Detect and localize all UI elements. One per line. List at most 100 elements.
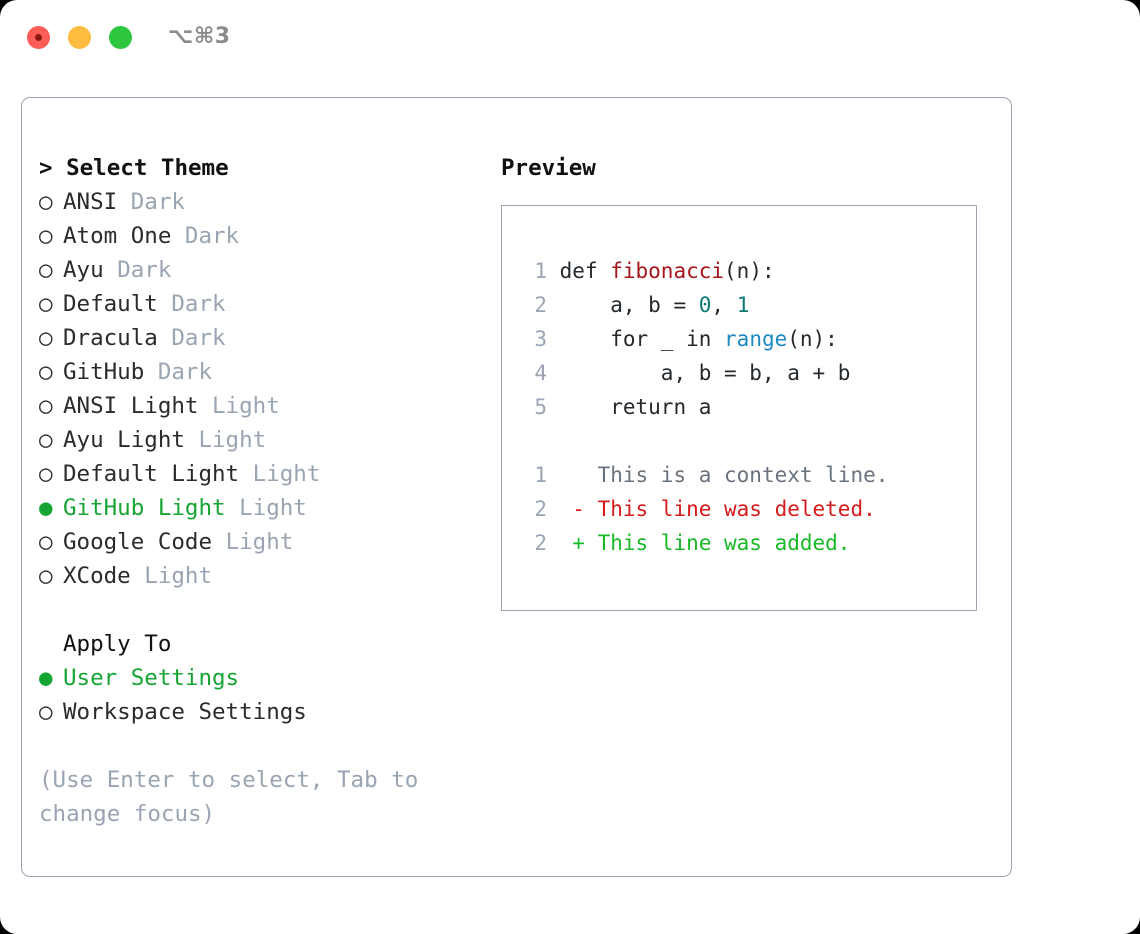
code-token-plain: return a [559, 395, 712, 419]
theme-option-tag: Light [252, 461, 321, 487]
radio-unselected-icon: ○ [39, 291, 53, 317]
theme-option-github[interactable]: ○ GitHub Dark [39, 355, 479, 389]
theme-option-default[interactable]: ○ Default Dark [39, 287, 479, 321]
theme-option-label: Google Code [63, 529, 213, 555]
diff-marker [572, 463, 597, 487]
theme-option-ansi-light[interactable]: ○ ANSI Light Light [39, 389, 479, 423]
theme-option-label: Ayu [63, 257, 104, 283]
theme-option-dracula[interactable]: ○ Dracula Dark [39, 321, 479, 355]
code-token-plain: a, b = b, a + b [559, 361, 851, 385]
code-token-num: 1 [736, 293, 750, 317]
diff-line-del: 2 - This line was deleted. [525, 492, 976, 526]
title-bar: ⌥⌘3 [0, 0, 1140, 78]
theme-option-label: GitHub [63, 359, 145, 385]
theme-option-tag: Light [144, 563, 213, 589]
diff-text: This is a context line. [597, 463, 889, 487]
diff-line-ctx: 1 This is a context line. [525, 458, 976, 492]
radio-unselected-icon: ○ [39, 189, 53, 215]
radio-unselected-icon: ○ [39, 325, 53, 351]
line-number: 1 [534, 259, 547, 283]
radio-selected-icon: ● [39, 665, 53, 691]
preview-header: Preview [501, 155, 596, 181]
apply-to-option-user-settings[interactable]: ● User Settings [39, 661, 479, 695]
apply-to-list: ● User Settings ○ Workspace Settings [39, 661, 479, 729]
radio-unselected-icon: ○ [39, 427, 53, 453]
line-number: 2 [534, 293, 547, 317]
radio-unselected-icon: ○ [39, 461, 53, 487]
code-token-plain: , [711, 293, 737, 317]
radio-unselected-icon: ○ [39, 359, 53, 385]
theme-option-label: Dracula [63, 325, 158, 351]
theme-option-tag: Dark [171, 325, 226, 351]
theme-option-label: ANSI [63, 189, 118, 215]
close-button[interactable] [27, 26, 50, 49]
window-controls [27, 26, 132, 49]
theme-option-label: Atom One [63, 223, 172, 249]
code-diff-spacer [502, 424, 976, 458]
theme-option-label: Default Light [63, 461, 240, 487]
radio-unselected-icon: ○ [39, 257, 53, 283]
theme-picker-column: > Select Theme ○ANSI Dark○Atom One Dark○… [39, 151, 479, 831]
theme-option-label: XCode [63, 563, 131, 589]
theme-option-tag: Light [198, 427, 267, 453]
code-token-num: 0 [698, 293, 712, 317]
theme-option-ayu-light[interactable]: ○ Ayu Light Light [39, 423, 479, 457]
radio-unselected-icon: ○ [39, 699, 53, 725]
theme-option-label: ANSI Light [63, 393, 199, 419]
apply-to-option-label: User Settings [63, 665, 240, 691]
zoom-button[interactable] [109, 26, 132, 49]
theme-option-google-code[interactable]: ○ Google Code Light [39, 525, 479, 559]
preview-column: Preview 1 def fibonacci(n):2 a, b = 0, 1… [501, 151, 991, 611]
line-number: 4 [534, 361, 547, 385]
code-token-fn: fibonacci [610, 259, 725, 283]
theme-option-atom-one[interactable]: ○ Atom One Dark [39, 219, 479, 253]
radio-unselected-icon: ○ [39, 393, 53, 419]
theme-option-default-light[interactable]: ○ Default Light Light [39, 457, 479, 491]
code-token-plain: (n): [724, 259, 775, 283]
apply-to-option-workspace-settings[interactable]: ○ Workspace Settings [39, 695, 479, 729]
theme-list: ○ ANSI Dark ○ Atom One Dark ○ Ayu Dark ○ Defaul… [39, 185, 479, 593]
code-token-plain: (n): [787, 327, 838, 351]
minimize-button[interactable] [68, 26, 91, 49]
keyboard-hint: (Use Enter to select, Tab to change focu… [39, 767, 432, 827]
line-number: 2 [534, 497, 547, 521]
theme-option-label: Default [63, 291, 158, 317]
theme-option-tag: Dark [184, 223, 240, 249]
select-theme-header: > Select Theme [39, 155, 229, 181]
diff-sample: 1 This is a context line.2 - This line w… [502, 458, 976, 560]
theme-option-tag: Dark [130, 189, 185, 215]
radio-unselected-icon: ○ [39, 223, 53, 249]
theme-option-github-light[interactable]: ●GitHub Light Light [39, 491, 479, 525]
theme-option-ansi[interactable]: ○ ANSI Dark [39, 185, 479, 219]
diff-marker: + [572, 531, 598, 555]
theme-option-tag: Dark [171, 291, 226, 317]
code-token-plain: for _ in [559, 327, 725, 351]
code-line: 4 a, b = b, a + b [525, 356, 976, 390]
theme-option-tag: Light [225, 529, 294, 555]
theme-option-tag: Light [239, 495, 307, 521]
radio-unselected-icon: ○ [39, 529, 53, 555]
code-token-plain: a, b = [559, 293, 699, 317]
line-number: 1 [534, 463, 547, 487]
theme-option-label: Ayu Light [63, 427, 185, 453]
theme-option-xcode[interactable]: ○ XCode Light [39, 559, 479, 593]
line-number: 5 [534, 395, 547, 419]
window-title-shortcut: ⌥⌘3 [168, 24, 231, 49]
theme-option-tag: Dark [157, 359, 213, 385]
line-number: 3 [534, 327, 547, 351]
list-spacer [39, 593, 479, 627]
theme-option-ayu[interactable]: ○Ayu Dark [39, 253, 479, 287]
apply-to-header: Apply To [63, 631, 172, 657]
theme-option-tag: Light [212, 393, 280, 419]
code-token-plain: def [559, 259, 611, 283]
code-token-builtin: range [724, 327, 788, 351]
diff-text: This line was deleted. [597, 497, 876, 521]
radio-unselected-icon: ○ [39, 563, 53, 589]
diff-line-add: 2 + This line was added. [525, 526, 976, 560]
apply-to-option-label: Workspace Settings [63, 699, 307, 725]
code-line: 5 return a [525, 390, 976, 424]
line-number: 2 [534, 531, 547, 555]
